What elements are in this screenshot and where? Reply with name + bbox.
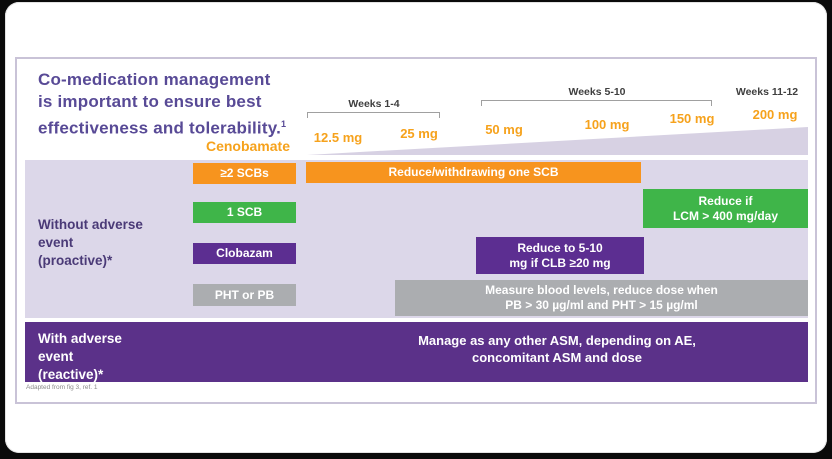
action-bar-reduce-lcm: Reduce if LCM > 400 mg/day <box>643 189 808 228</box>
chip-1-scb: 1 SCB <box>193 202 296 223</box>
drug-name-label: Cenobamate <box>205 138 290 154</box>
footnote: Adapted from fig 3, ref. 1 <box>26 384 98 391</box>
reactive-action-text: Manage as any other ASM, depending on AE… <box>418 333 696 365</box>
week-group-2-label: Weeks 5-10 <box>568 86 626 98</box>
chip-clobazam: Clobazam <box>193 243 296 264</box>
dose-label-100mg: 100 mg <box>584 117 630 132</box>
dose-label-25mg: 25 mg <box>400 126 438 141</box>
reactive-section-band <box>25 322 808 382</box>
page-title: Co-medication management is important to… <box>38 69 286 140</box>
dose-label-200mg: 200 mg <box>752 107 798 122</box>
week-group-1-label: Weeks 1-4 <box>348 98 400 110</box>
dose-label-12-5mg: 12.5 mg <box>313 130 363 145</box>
title-line-3: effectiveness and tolerability.1 <box>38 118 287 138</box>
reference-superscript: 1 <box>281 119 287 129</box>
reactive-section-header: With adverse event (reactive)* <box>38 331 122 382</box>
week-group-3-label: Weeks 11-12 <box>735 86 799 98</box>
action-bar-blood-levels: Measure blood levels, reduce dose when P… <box>395 280 808 316</box>
chip-pht-or-pb: PHT or PB <box>193 284 296 306</box>
dose-label-150mg: 150 mg <box>669 111 715 126</box>
week-group-1-bracket <box>307 112 440 118</box>
action-bar-reduce-scb: Reduce/withdrawing one SCB <box>306 162 641 183</box>
title-line-1: Co-medication management <box>38 70 271 89</box>
chip-2-scbs: ≥2 SCBs <box>193 163 296 184</box>
dose-label-50mg: 50 mg <box>485 122 523 137</box>
week-group-2-bracket <box>481 100 712 106</box>
title-line-2: is important to ensure best <box>38 92 262 111</box>
action-bar-reduce-clb: Reduce to 5-10 mg if CLB ≥20 mg <box>476 237 644 274</box>
proactive-section-header: Without adverse event (proactive)* <box>38 217 143 268</box>
